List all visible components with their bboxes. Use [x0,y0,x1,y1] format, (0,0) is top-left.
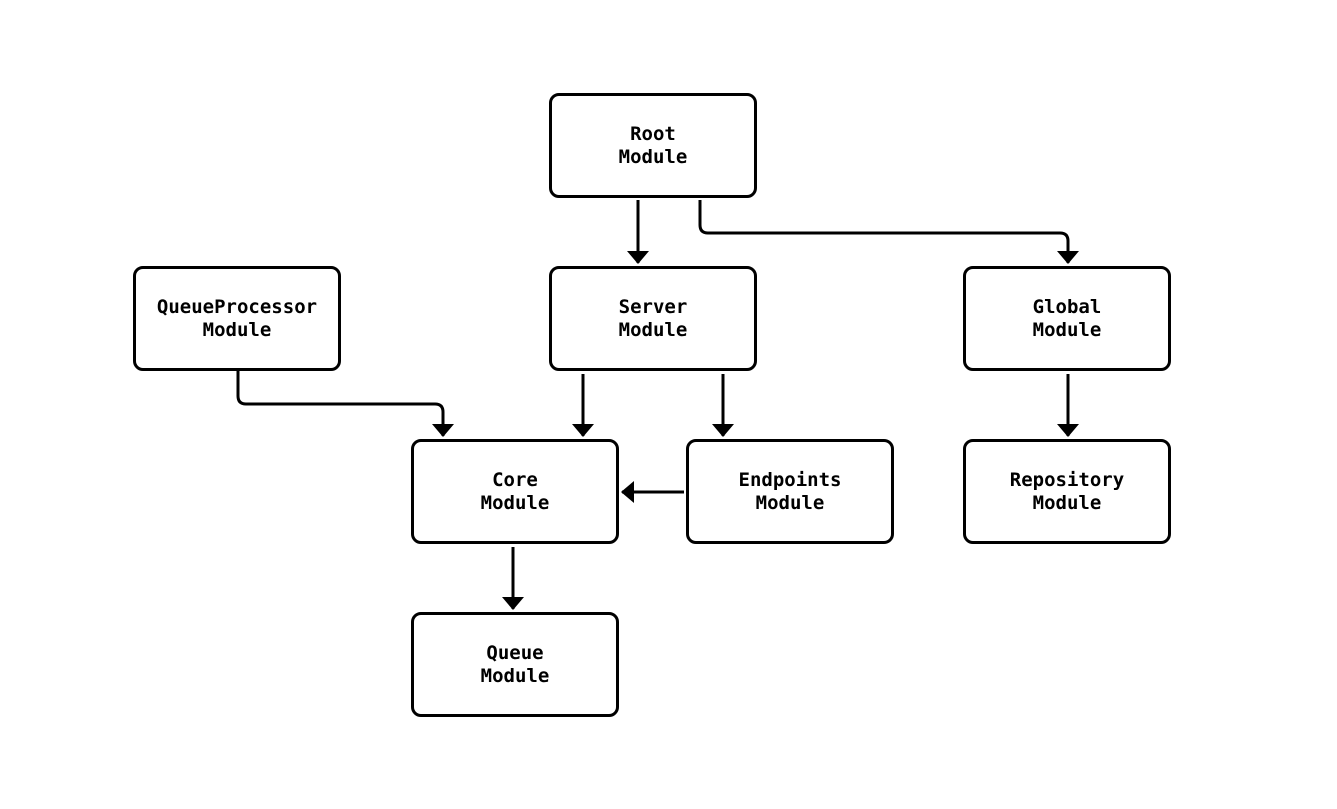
node-label-line: Server [618,295,688,318]
node-label-line: Core [492,468,538,491]
node-repository-module: Repository Module [963,439,1171,544]
edge-queueprocessor-to-core [236,371,454,437]
node-label-line: Root [630,122,676,145]
node-label-line: Module [480,664,550,687]
node-global-module: Global Module [963,266,1171,371]
node-label-line: Module [1032,318,1102,341]
node-label-line: Module [755,491,825,514]
node-label-line: Queue [486,641,544,664]
node-queue-module: Queue Module [411,612,619,717]
node-core-module: Core Module [411,439,619,544]
node-server-module: Server Module [549,266,757,371]
node-root-module: Root Module [549,93,757,198]
node-queueprocessor-module: QueueProcessor Module [133,266,341,371]
node-label-line: Endpoints [738,468,842,491]
node-label-line: Module [618,145,688,168]
node-label-line: Module [480,491,550,514]
node-label-line: Repository [1009,468,1125,491]
node-label-line: QueueProcessor [156,295,318,318]
node-label-line: Module [202,318,272,341]
node-label-line: Module [1032,491,1102,514]
node-endpoints-module: Endpoints Module [686,439,894,544]
node-label-line: Global [1032,295,1102,318]
edge-root-to-global [698,200,1079,264]
node-label-line: Module [618,318,688,341]
